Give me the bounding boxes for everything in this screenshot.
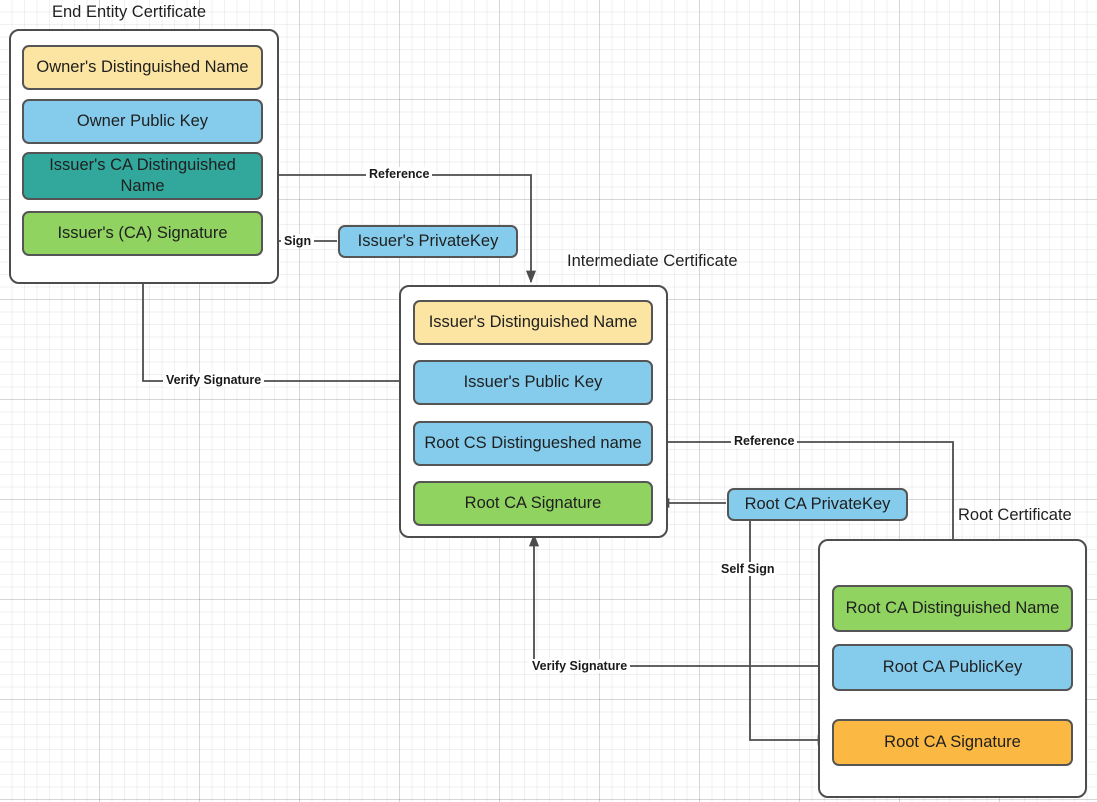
field-issuer-public-key[interactable]: Issuer's Public Key <box>413 360 653 405</box>
edge-label-reference-bottom: Reference <box>731 434 798 448</box>
field-owner-dn[interactable]: Owner's Distinguished Name <box>22 45 263 90</box>
field-owner-public-key[interactable]: Owner Public Key <box>22 99 263 144</box>
group-title-root: Root Certificate <box>958 506 1072 524</box>
edge-verify-bottom-path <box>528 533 833 667</box>
field-root-ca-public-key[interactable]: Root CA PublicKey <box>832 644 1073 691</box>
edge-label-reference-top: Reference <box>366 167 433 181</box>
group-title-intermediate: Intermediate Certificate <box>567 252 738 270</box>
field-issuer-dn[interactable]: Issuer's Distinguished Name <box>413 300 653 345</box>
key-root-ca-private-key[interactable]: Root CA PrivateKey <box>727 488 908 521</box>
field-issuer-ca-signature[interactable]: Issuer's (CA) Signature <box>22 211 263 256</box>
field-issuer-ca-dn[interactable]: Issuer's CA Distinguished Name <box>22 152 263 200</box>
field-root-ca-dn[interactable]: Root CA Distinguished Name <box>832 585 1073 632</box>
edge-label-verify-bottom: Verify Signature <box>529 659 631 673</box>
edge-label-self-sign: Self Sign <box>718 562 778 576</box>
field-root-ca-signature-root[interactable]: Root CA Signature <box>832 719 1073 766</box>
key-issuer-private-key[interactable]: Issuer's PrivateKey <box>338 225 518 258</box>
edge-label-sign-top: Sign <box>281 234 315 248</box>
field-root-cs-dn[interactable]: Root CS Distingueshed name <box>413 421 653 466</box>
edge-label-verify-top: Verify Signature <box>163 373 265 387</box>
group-title-end-entity: End Entity Certificate <box>52 3 207 21</box>
field-root-ca-signature[interactable]: Root CA Signature <box>413 481 653 526</box>
